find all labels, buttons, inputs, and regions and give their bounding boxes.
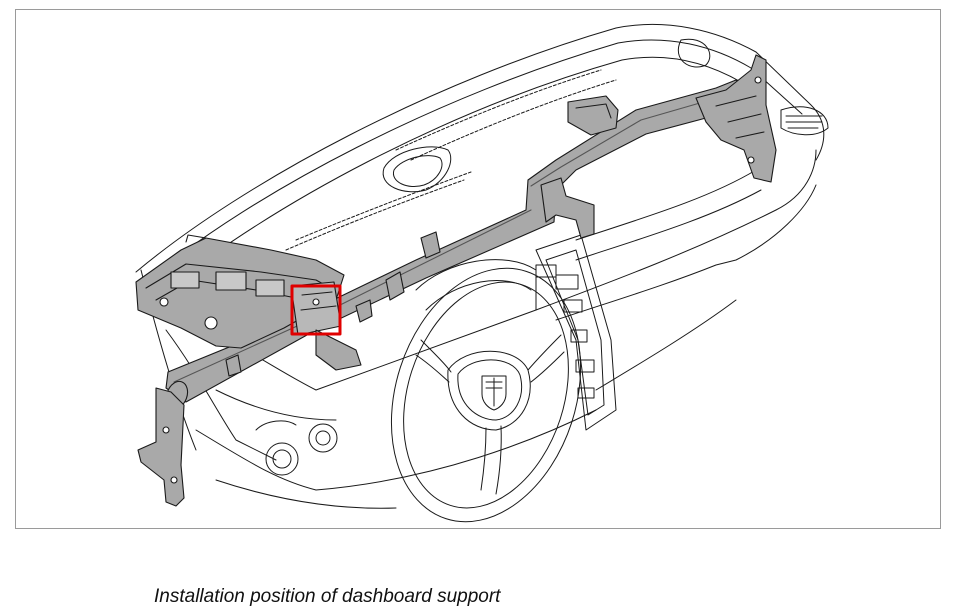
figure-caption: Installation position of dashboard suppo… bbox=[154, 586, 501, 607]
dashboard-outline bbox=[135, 23, 829, 509]
figure-frame bbox=[15, 9, 941, 529]
porsche-crest-icon bbox=[481, 375, 507, 411]
highlight-box bbox=[290, 284, 342, 336]
dashboard-illustration bbox=[135, 23, 829, 523]
dashboard-support bbox=[135, 54, 777, 507]
steering-wheel bbox=[390, 267, 582, 523]
